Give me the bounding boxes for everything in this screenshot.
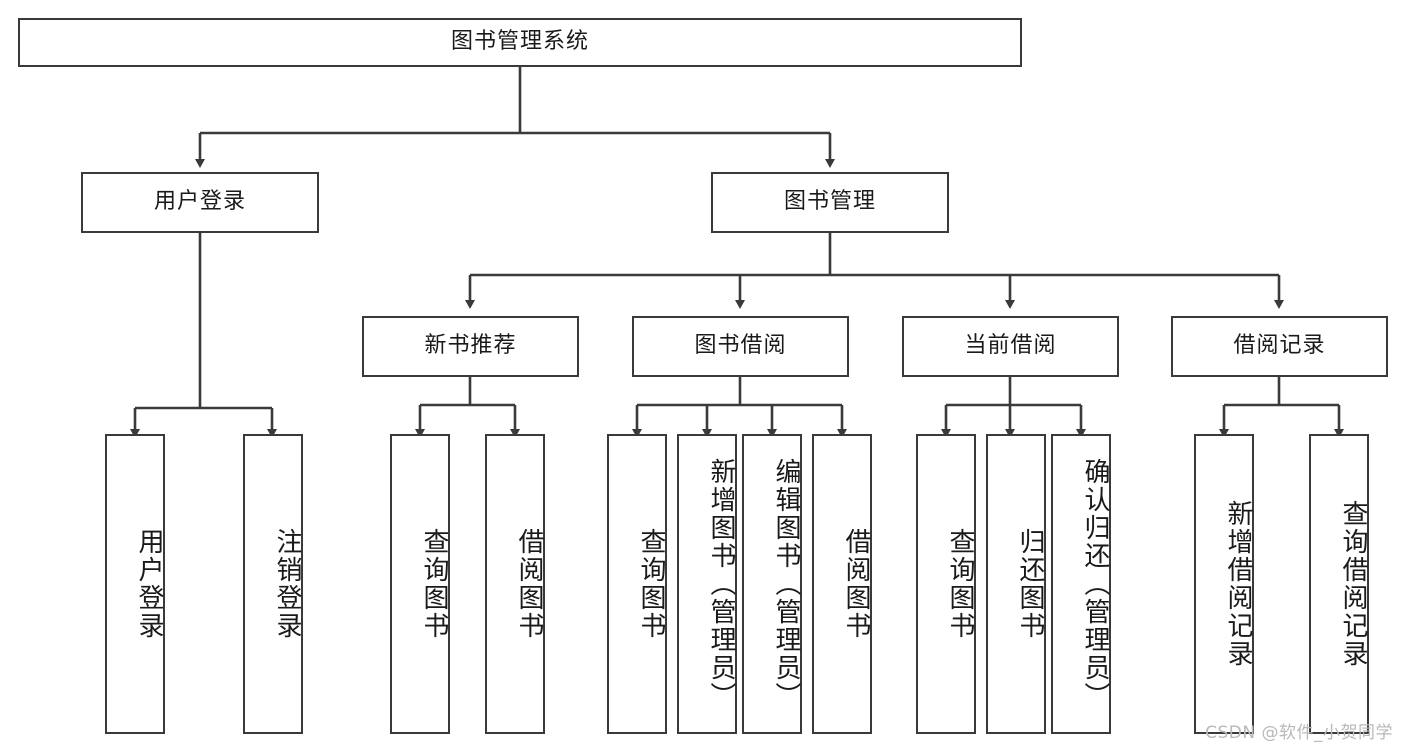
node-leaf-edit-book[interactable]: 编辑图书（管理员） [742, 434, 802, 734]
node-leaf-user-logout[interactable]: 注销登录 [243, 434, 303, 734]
node-label: 查询图书 [945, 528, 975, 640]
node-label: 借阅图书 [841, 528, 871, 640]
node-leaf-query-book-3[interactable]: 查询图书 [916, 434, 976, 734]
node-label: 查询图书 [419, 528, 449, 640]
node-label: 注销登录 [272, 528, 302, 640]
node-leaf-query-book-1[interactable]: 查询图书 [390, 434, 450, 734]
node-label: 新书推荐 [424, 333, 517, 359]
node-label: 图书借阅 [694, 333, 787, 359]
node-leaf-confirm-return[interactable]: 确认归还（管理员） [1051, 434, 1111, 734]
watermark-text: CSDN @软件_小贺同学 [1205, 723, 1393, 743]
node-label: 用户登录 [134, 528, 164, 640]
node-leaf-query-record[interactable]: 查询借阅记录 [1309, 434, 1369, 734]
node-book-borrow[interactable]: 图书借阅 [632, 316, 849, 377]
node-borrow-record[interactable]: 借阅记录 [1171, 316, 1388, 377]
node-label: 借阅记录 [1233, 333, 1326, 359]
node-label: 查询图书 [636, 528, 666, 640]
node-new-book-recommend[interactable]: 新书推荐 [362, 316, 579, 377]
node-leaf-return-book[interactable]: 归还图书 [986, 434, 1046, 734]
node-label: 当前借阅 [964, 333, 1057, 359]
node-label: 图书管理系统 [450, 29, 589, 55]
node-label: 新增图书（管理员） [706, 458, 736, 710]
node-label: 图书管理 [783, 189, 876, 215]
node-label: 查询借阅记录 [1338, 500, 1368, 668]
node-leaf-borrow-book-2[interactable]: 借阅图书 [812, 434, 872, 734]
node-label: 新增借阅记录 [1223, 500, 1253, 668]
node-leaf-add-book[interactable]: 新增图书（管理员） [677, 434, 737, 734]
node-leaf-user-login[interactable]: 用户登录 [105, 434, 165, 734]
node-label: 归还图书 [1015, 528, 1045, 640]
node-root-book-management-system[interactable]: 图书管理系统 [18, 18, 1022, 67]
node-book-management[interactable]: 图书管理 [711, 172, 949, 233]
node-label: 确认归还（管理员） [1080, 458, 1110, 710]
node-current-borrow[interactable]: 当前借阅 [902, 316, 1119, 377]
node-leaf-borrow-book-1[interactable]: 借阅图书 [485, 434, 545, 734]
node-user-login[interactable]: 用户登录 [81, 172, 319, 233]
node-label: 编辑图书（管理员） [771, 458, 801, 710]
node-label: 借阅图书 [514, 528, 544, 640]
node-leaf-query-book-2[interactable]: 查询图书 [607, 434, 667, 734]
node-leaf-add-record[interactable]: 新增借阅记录 [1194, 434, 1254, 734]
node-label: 用户登录 [153, 189, 246, 215]
